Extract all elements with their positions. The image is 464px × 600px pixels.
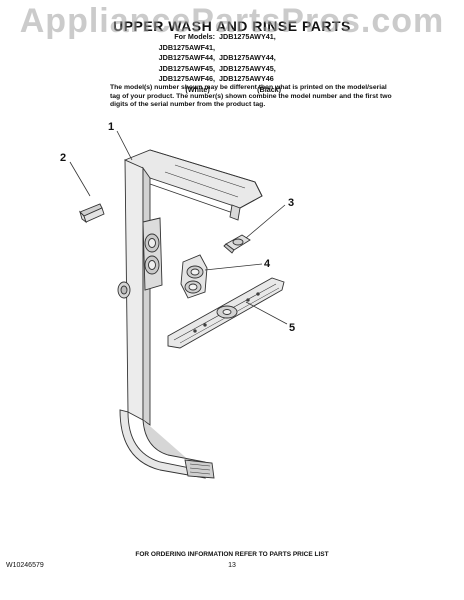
model-number: JDB1275AWY41, (219, 32, 276, 41)
bracket-part-2[interactable] (79, 203, 105, 224)
model-row: JDB1275AWF44, JDB1275AWY44, (120, 53, 380, 64)
supply-tube-part-1[interactable] (117, 149, 263, 479)
leader-lines (69, 130, 288, 325)
color-black: (Black) (257, 84, 282, 94)
callout-5: 5 (289, 322, 295, 334)
document-number: W10246579 (6, 562, 44, 569)
model-row: For Models: JDB1275AWF41, JDB1275AWY41, (120, 32, 380, 53)
manifold-part-4[interactable] (180, 254, 208, 299)
callout-1: 1 (108, 121, 114, 133)
model-row: JDB1275AWF46, JDB1275AWY46 (120, 74, 380, 85)
clip-part-3[interactable] (223, 234, 251, 254)
callout-2: 2 (60, 152, 66, 164)
model-list: For Models: JDB1275AWF41, JDB1275AWY41, … (120, 32, 380, 95)
model-number: JDB1275AWY46 (219, 74, 274, 83)
model-number: JDB1275AWY45, (219, 63, 276, 73)
page-number: 13 (228, 562, 236, 569)
callout-4: 4 (264, 258, 271, 270)
callout-3: 3 (288, 197, 294, 209)
model-number: JDB1275AWF45, (158, 63, 215, 73)
spray-arm-part-5[interactable] (167, 277, 285, 349)
page-title: UPPER WASH AND RINSE PARTS (113, 18, 351, 34)
model-row: JDB1275AWF45, JDB1275AWY45, (120, 64, 380, 75)
model-note: The model(s) number shown may be differe… (110, 84, 392, 108)
color-white: (White) (185, 84, 210, 94)
model-colors: (White) (Black) (120, 85, 380, 96)
model-number: JDB1275AWF46, (158, 74, 215, 83)
ordering-info: FOR ORDERING INFORMATION REFER TO PARTS … (135, 551, 329, 558)
watermark: AppliancePartsPros.com (19, 2, 445, 40)
model-number: JDB1275AWF44, (158, 53, 215, 62)
model-number: JDB1275AWY44, (219, 53, 276, 62)
model-prefix: For Models: JDB1275AWF41, (158, 32, 215, 52)
